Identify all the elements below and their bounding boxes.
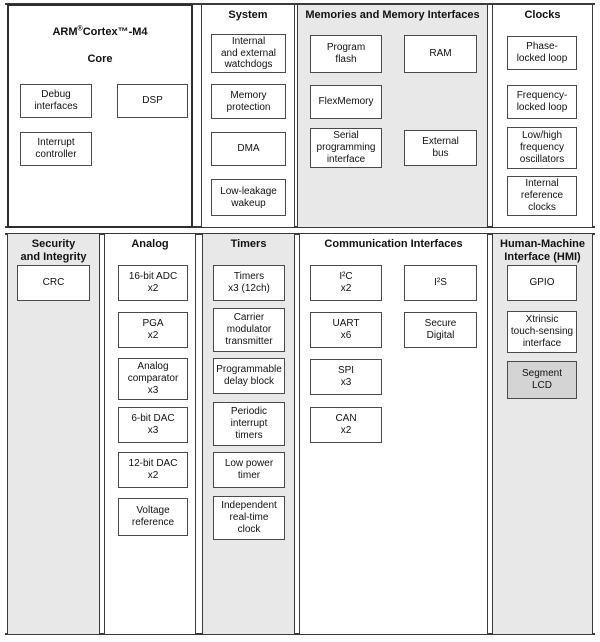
block-12bit-dac: 12-bit DAC x2 xyxy=(118,452,188,488)
block-serial-programming-interface: Serial programming interface xyxy=(310,128,382,168)
block-spi: SPI x3 xyxy=(310,359,382,395)
cortex-text: Cortex xyxy=(82,26,118,39)
block-low-power-timer: Low power timer xyxy=(213,452,285,488)
block-6bit-dac: 6-bit DAC x3 xyxy=(118,407,188,443)
block-voltage-reference: Voltage reference xyxy=(118,498,188,536)
block-programmable-delay-block: Programmable delay block xyxy=(213,358,285,394)
clocks-panel-title: Clocks xyxy=(524,9,561,21)
block-16bit-adc: 16-bit ADC x2 xyxy=(118,265,188,301)
panel-system: System Internal and external watchdogs M… xyxy=(201,4,295,228)
system-panel-title: System xyxy=(228,9,268,21)
block-program-flash: Program flash xyxy=(310,35,382,73)
block-low-leakage-wakeup: Low-leakage wakeup xyxy=(211,179,286,216)
block-debug-interfaces: Debug interfaces xyxy=(20,84,92,118)
arm-core-title-line2: Core xyxy=(87,53,113,66)
panel-arm-core: ARM®Cortex™-M4 Core Debug interfaces DSP… xyxy=(7,4,193,228)
block-independent-rtc: Independent real-time clock xyxy=(213,496,285,540)
panel-security: Security and Integrity CRC xyxy=(7,233,100,635)
trademark-mark: ™ xyxy=(117,26,129,39)
block-i2s: I²S xyxy=(404,265,477,301)
security-panel-title: Security and Integrity xyxy=(20,238,87,264)
m4-text: -M4 xyxy=(128,26,148,39)
communication-panel-title: Communication Interfaces xyxy=(324,238,463,250)
panel-memories: Memories and Memory Interfaces Program f… xyxy=(297,4,488,228)
registered-mark: ® xyxy=(77,25,83,33)
block-analog-comparator: Analog comparator x3 xyxy=(118,358,188,400)
panel-analog: Analog 16-bit ADC x2 PGA x2 Analog compa… xyxy=(104,233,196,635)
block-pga: PGA x2 xyxy=(118,312,188,348)
memories-panel-title: Memories and Memory Interfaces xyxy=(305,9,480,21)
block-uart: UART x6 xyxy=(310,312,382,348)
panel-clocks: Clocks Phase- locked loop Frequency- loc… xyxy=(492,4,593,228)
block-watchdogs: Internal and external watchdogs xyxy=(211,34,286,73)
analog-panel-title: Analog xyxy=(131,238,169,250)
block-ram: RAM xyxy=(404,35,477,73)
block-segment-lcd: Segment LCD xyxy=(507,361,577,399)
block-internal-reference-clocks: Internal reference clocks xyxy=(507,176,577,216)
block-phase-locked-loop: Phase- locked loop xyxy=(507,36,577,70)
block-carrier-modulator-transmitter: Carrier modulator transmitter xyxy=(213,308,285,352)
arm-brand-text: ARM xyxy=(52,26,78,39)
panel-communication: Communication Interfaces I²C x2 I²S UART… xyxy=(299,233,488,635)
block-flexmemory: FlexMemory xyxy=(310,85,382,119)
block-i2c: I²C x2 xyxy=(310,265,382,301)
block-periodic-interrupt-timers: Periodic interrupt timers xyxy=(213,402,285,446)
block-can: CAN x2 xyxy=(310,407,382,443)
hmi-panel-title: Human-Machine Interface (HMI) xyxy=(500,238,585,264)
block-memory-protection: Memory protection xyxy=(211,84,286,119)
arm-core-title-line1: ARM®Cortex™-M4 xyxy=(52,25,148,39)
block-xtrinsic-touch-sensing: Xtrinsic touch-sensing interface xyxy=(507,311,577,353)
block-dma: DMA xyxy=(211,132,286,166)
block-timers: Timers x3 (12ch) xyxy=(213,265,285,301)
block-interrupt-controller: Interrupt controller xyxy=(20,132,92,166)
panel-hmi: Human-Machine Interface (HMI) GPIO Xtrin… xyxy=(492,233,593,635)
timers-panel-title: Timers xyxy=(230,238,267,250)
block-gpio: GPIO xyxy=(507,265,577,301)
block-dsp: DSP xyxy=(117,84,188,118)
block-oscillators: Low/high frequency oscillators xyxy=(507,127,577,169)
block-secure-digital: Secure Digital xyxy=(404,312,477,348)
panel-timers: Timers Timers x3 (12ch) Carrier modulato… xyxy=(202,233,295,635)
block-crc: CRC xyxy=(17,265,90,301)
block-external-bus: External bus xyxy=(404,130,477,166)
block-frequency-locked-loop: Frequency- locked loop xyxy=(507,85,577,119)
arm-core-panel-title: ARM®Cortex™-M4 Core xyxy=(9,13,191,67)
